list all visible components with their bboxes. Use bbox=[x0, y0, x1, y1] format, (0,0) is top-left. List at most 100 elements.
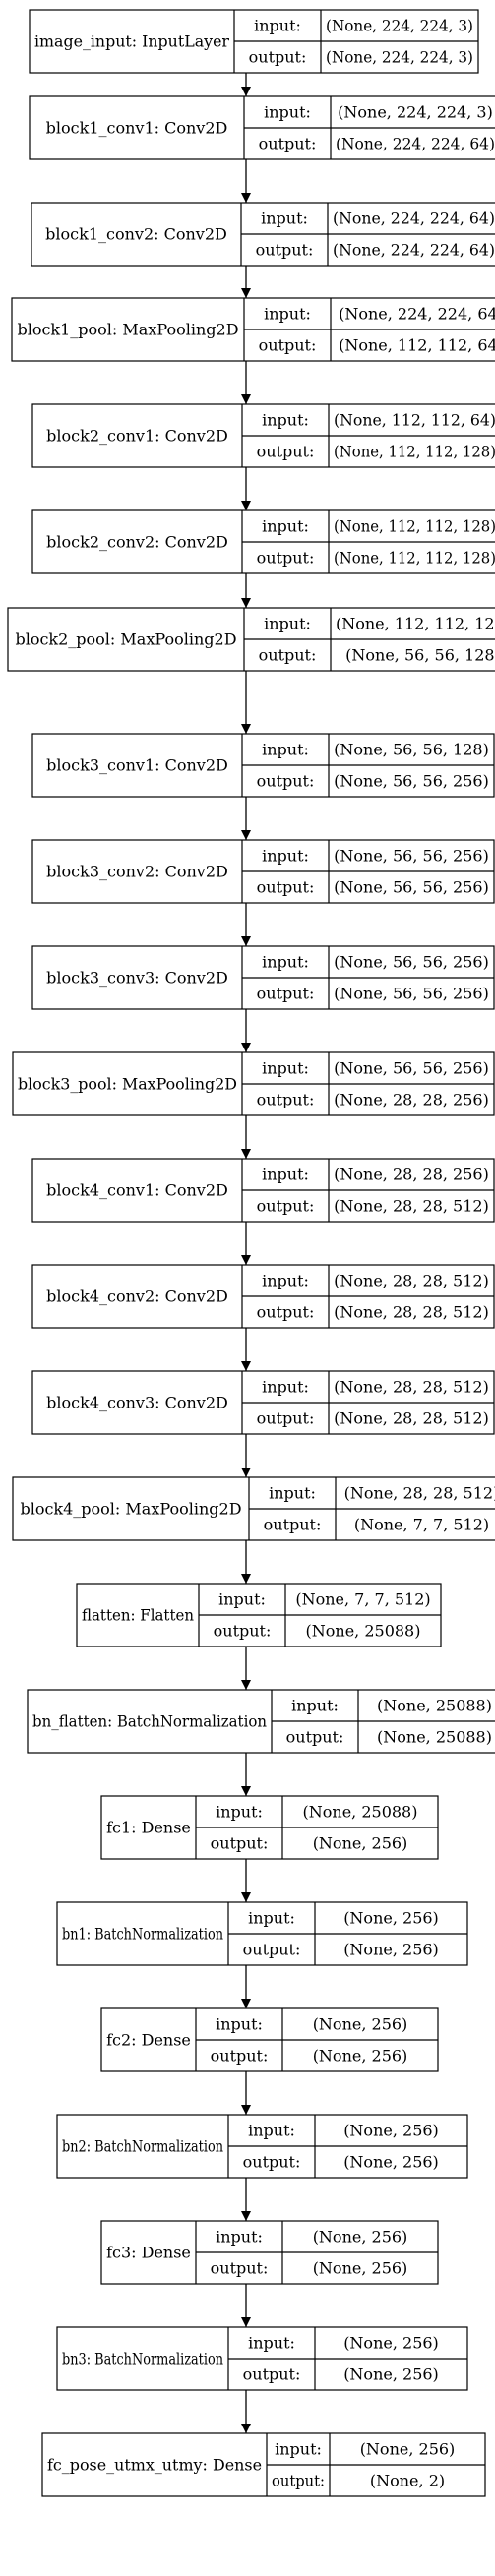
layer-name: block1_pool: MaxPooling2D bbox=[17, 321, 238, 339]
layer-node: block3_conv2: Conv2D input: output: (None, … bbox=[31, 839, 495, 904]
input-shape: (None, 56, 56, 256) bbox=[334, 847, 489, 866]
input-shape: (None, 28, 28, 512) bbox=[334, 1378, 489, 1397]
layer-node: image_input: InputLayer input: output: (Non… bbox=[29, 9, 479, 74]
output-shape: (None, 256) bbox=[343, 2153, 439, 2172]
output-shape: (None, 224, 224, 64) bbox=[333, 241, 495, 260]
input-port-label: input: bbox=[275, 2440, 322, 2459]
layer-name: block3_conv2: Conv2D bbox=[46, 863, 228, 881]
layer-name: block1_conv1: Conv2D bbox=[46, 119, 228, 138]
output-port-label: output: bbox=[211, 2047, 269, 2066]
input-port-label: input: bbox=[216, 2228, 263, 2247]
input-port-label: input: bbox=[262, 953, 309, 972]
output-port-label: output: bbox=[243, 2366, 301, 2384]
output-port-label: output: bbox=[214, 1622, 272, 1641]
input-shape: (None, 224, 224, 3) bbox=[326, 17, 473, 35]
output-port-label: output: bbox=[249, 48, 307, 67]
output-shape: (None, 56, 56, 256) bbox=[334, 985, 489, 1003]
input-shape: (None, 28, 28, 512) bbox=[344, 1484, 495, 1503]
layer-node: flatten: Flatten input: output: (None, 7, 7… bbox=[76, 1583, 442, 1647]
output-shape: (None, 56, 56, 256) bbox=[334, 772, 489, 791]
input-port-label: input: bbox=[248, 2334, 295, 2353]
input-port-label: input: bbox=[262, 1166, 309, 1184]
layer-node: bn3: BatchNormalizationinput:output:(Non… bbox=[56, 2326, 468, 2391]
output-shape: (None, 112, 112, 128) bbox=[334, 549, 495, 568]
layer-name: bn1: BatchNormalization bbox=[62, 1925, 223, 1944]
input-port-label: input: bbox=[248, 2122, 295, 2140]
input-port-label: input: bbox=[264, 305, 311, 324]
layer-name: fc3: Dense bbox=[106, 2244, 191, 2262]
layer-node: bn_flatten: BatchNormalizationinput:outp… bbox=[27, 1689, 495, 1754]
output-port-label: output: bbox=[211, 1834, 269, 1853]
output-shape: (None, 256) bbox=[343, 2366, 439, 2384]
output-shape: (None, 112, 112, 64) bbox=[339, 336, 495, 355]
input-shape: (None, 224, 224, 64) bbox=[333, 210, 495, 228]
output-shape: (None, 28, 28, 256) bbox=[334, 1091, 489, 1109]
layer-name: block1_conv2: Conv2D bbox=[45, 225, 227, 244]
input-shape: (None, 256) bbox=[343, 2334, 439, 2353]
output-shape: (None, 256) bbox=[343, 1941, 439, 1959]
layer-name: image_input: InputLayer bbox=[34, 32, 229, 51]
layer-node: block2_pool: MaxPooling2Dinput:output:(N… bbox=[7, 607, 495, 672]
layer-name: block3_pool: MaxPooling2D bbox=[18, 1075, 237, 1094]
output-shape: (None, 256) bbox=[313, 1834, 408, 1853]
input-shape: (None, 25088) bbox=[303, 1803, 418, 1822]
input-shape: (None, 7, 7, 512) bbox=[295, 1590, 430, 1609]
input-shape: (None, 28, 28, 256) bbox=[334, 1166, 489, 1184]
layer-node: bn1: BatchNormalizationinput:output:(Non… bbox=[56, 1901, 468, 1966]
input-port-label: input: bbox=[216, 2015, 263, 2034]
layer-node: block4_pool: MaxPooling2Dinput:output:(N… bbox=[12, 1476, 495, 1541]
layer-name: block4_conv1: Conv2D bbox=[46, 1181, 228, 1200]
input-shape: (None, 56, 56, 128) bbox=[334, 741, 489, 759]
input-port-label: input: bbox=[254, 17, 301, 35]
output-shape: (None, 28, 28, 512) bbox=[334, 1303, 489, 1322]
output-port-label: output: bbox=[259, 646, 317, 665]
output-port-label: output: bbox=[257, 1197, 315, 1216]
input-shape: (None, 28, 28, 512) bbox=[334, 1272, 489, 1290]
layer-name: block2_pool: MaxPooling2D bbox=[15, 630, 236, 649]
output-port-label: output: bbox=[257, 443, 315, 461]
input-shape: (None, 56, 56, 256) bbox=[334, 953, 489, 972]
output-shape: (None, 224, 224, 3) bbox=[326, 48, 473, 67]
layer-name: block2_conv1: Conv2D bbox=[46, 427, 228, 446]
input-port-label: input: bbox=[262, 1378, 309, 1397]
output-shape: (None, 2) bbox=[370, 2472, 445, 2490]
layer-node: block3_pool: MaxPooling2Dinput:output:(N… bbox=[12, 1051, 495, 1116]
input-shape: (None, 112, 112, 128) bbox=[334, 517, 495, 536]
output-port-label: output: bbox=[257, 878, 315, 897]
input-port-label: input: bbox=[216, 1803, 263, 1822]
layer-node: block2_conv2: Conv2Dinput:output:(None, … bbox=[31, 509, 495, 574]
input-port-label: input: bbox=[269, 1484, 316, 1503]
input-port-label: input: bbox=[262, 741, 309, 759]
output-shape: (None, 256) bbox=[313, 2047, 408, 2066]
output-port-label: output: bbox=[211, 2259, 269, 2278]
layer-name: fc_pose_utmx_utmy: Dense bbox=[47, 2456, 262, 2475]
input-shape: (None, 256) bbox=[360, 2440, 456, 2459]
output-port-label: output: bbox=[257, 1409, 315, 1428]
output-port-label: output: bbox=[286, 1728, 344, 1747]
input-shape: (None, 256) bbox=[313, 2015, 408, 2034]
input-port-label: input: bbox=[218, 1590, 266, 1609]
input-shape: (None, 224, 224, 64) bbox=[339, 305, 495, 324]
input-port-label: input: bbox=[264, 103, 311, 122]
layer-name: block3_conv1: Conv2D bbox=[46, 756, 228, 775]
layer-name: fc1: Dense bbox=[106, 1819, 191, 1837]
layer-name: bn2: BatchNormalization bbox=[62, 2137, 223, 2156]
input-port-label: input: bbox=[262, 1272, 309, 1290]
layer-name: block2_conv2: Conv2D bbox=[46, 533, 228, 552]
layer-node: block2_conv1: Conv2Dinput:output:(None, … bbox=[31, 403, 495, 468]
layer-node: block3_conv3: Conv2Dinput:output:(None, … bbox=[31, 945, 495, 1010]
output-shape: (None, 56, 56, 256) bbox=[334, 878, 489, 897]
layer-node: block1_conv2: Conv2Dinput:output:(None, … bbox=[31, 202, 495, 267]
input-port-label: input: bbox=[264, 615, 311, 633]
output-port-label: output: bbox=[257, 1091, 315, 1109]
layer-name: flatten: Flatten bbox=[82, 1606, 194, 1625]
input-shape: (None, 224, 224, 3) bbox=[338, 103, 493, 122]
input-port-label: input: bbox=[261, 210, 308, 228]
output-port-label: output: bbox=[243, 2153, 301, 2172]
output-port-label: output: bbox=[257, 772, 315, 791]
input-shape: (None, 256) bbox=[313, 2228, 408, 2247]
input-port-label: input: bbox=[262, 847, 309, 866]
output-port-label: output: bbox=[264, 1516, 322, 1534]
